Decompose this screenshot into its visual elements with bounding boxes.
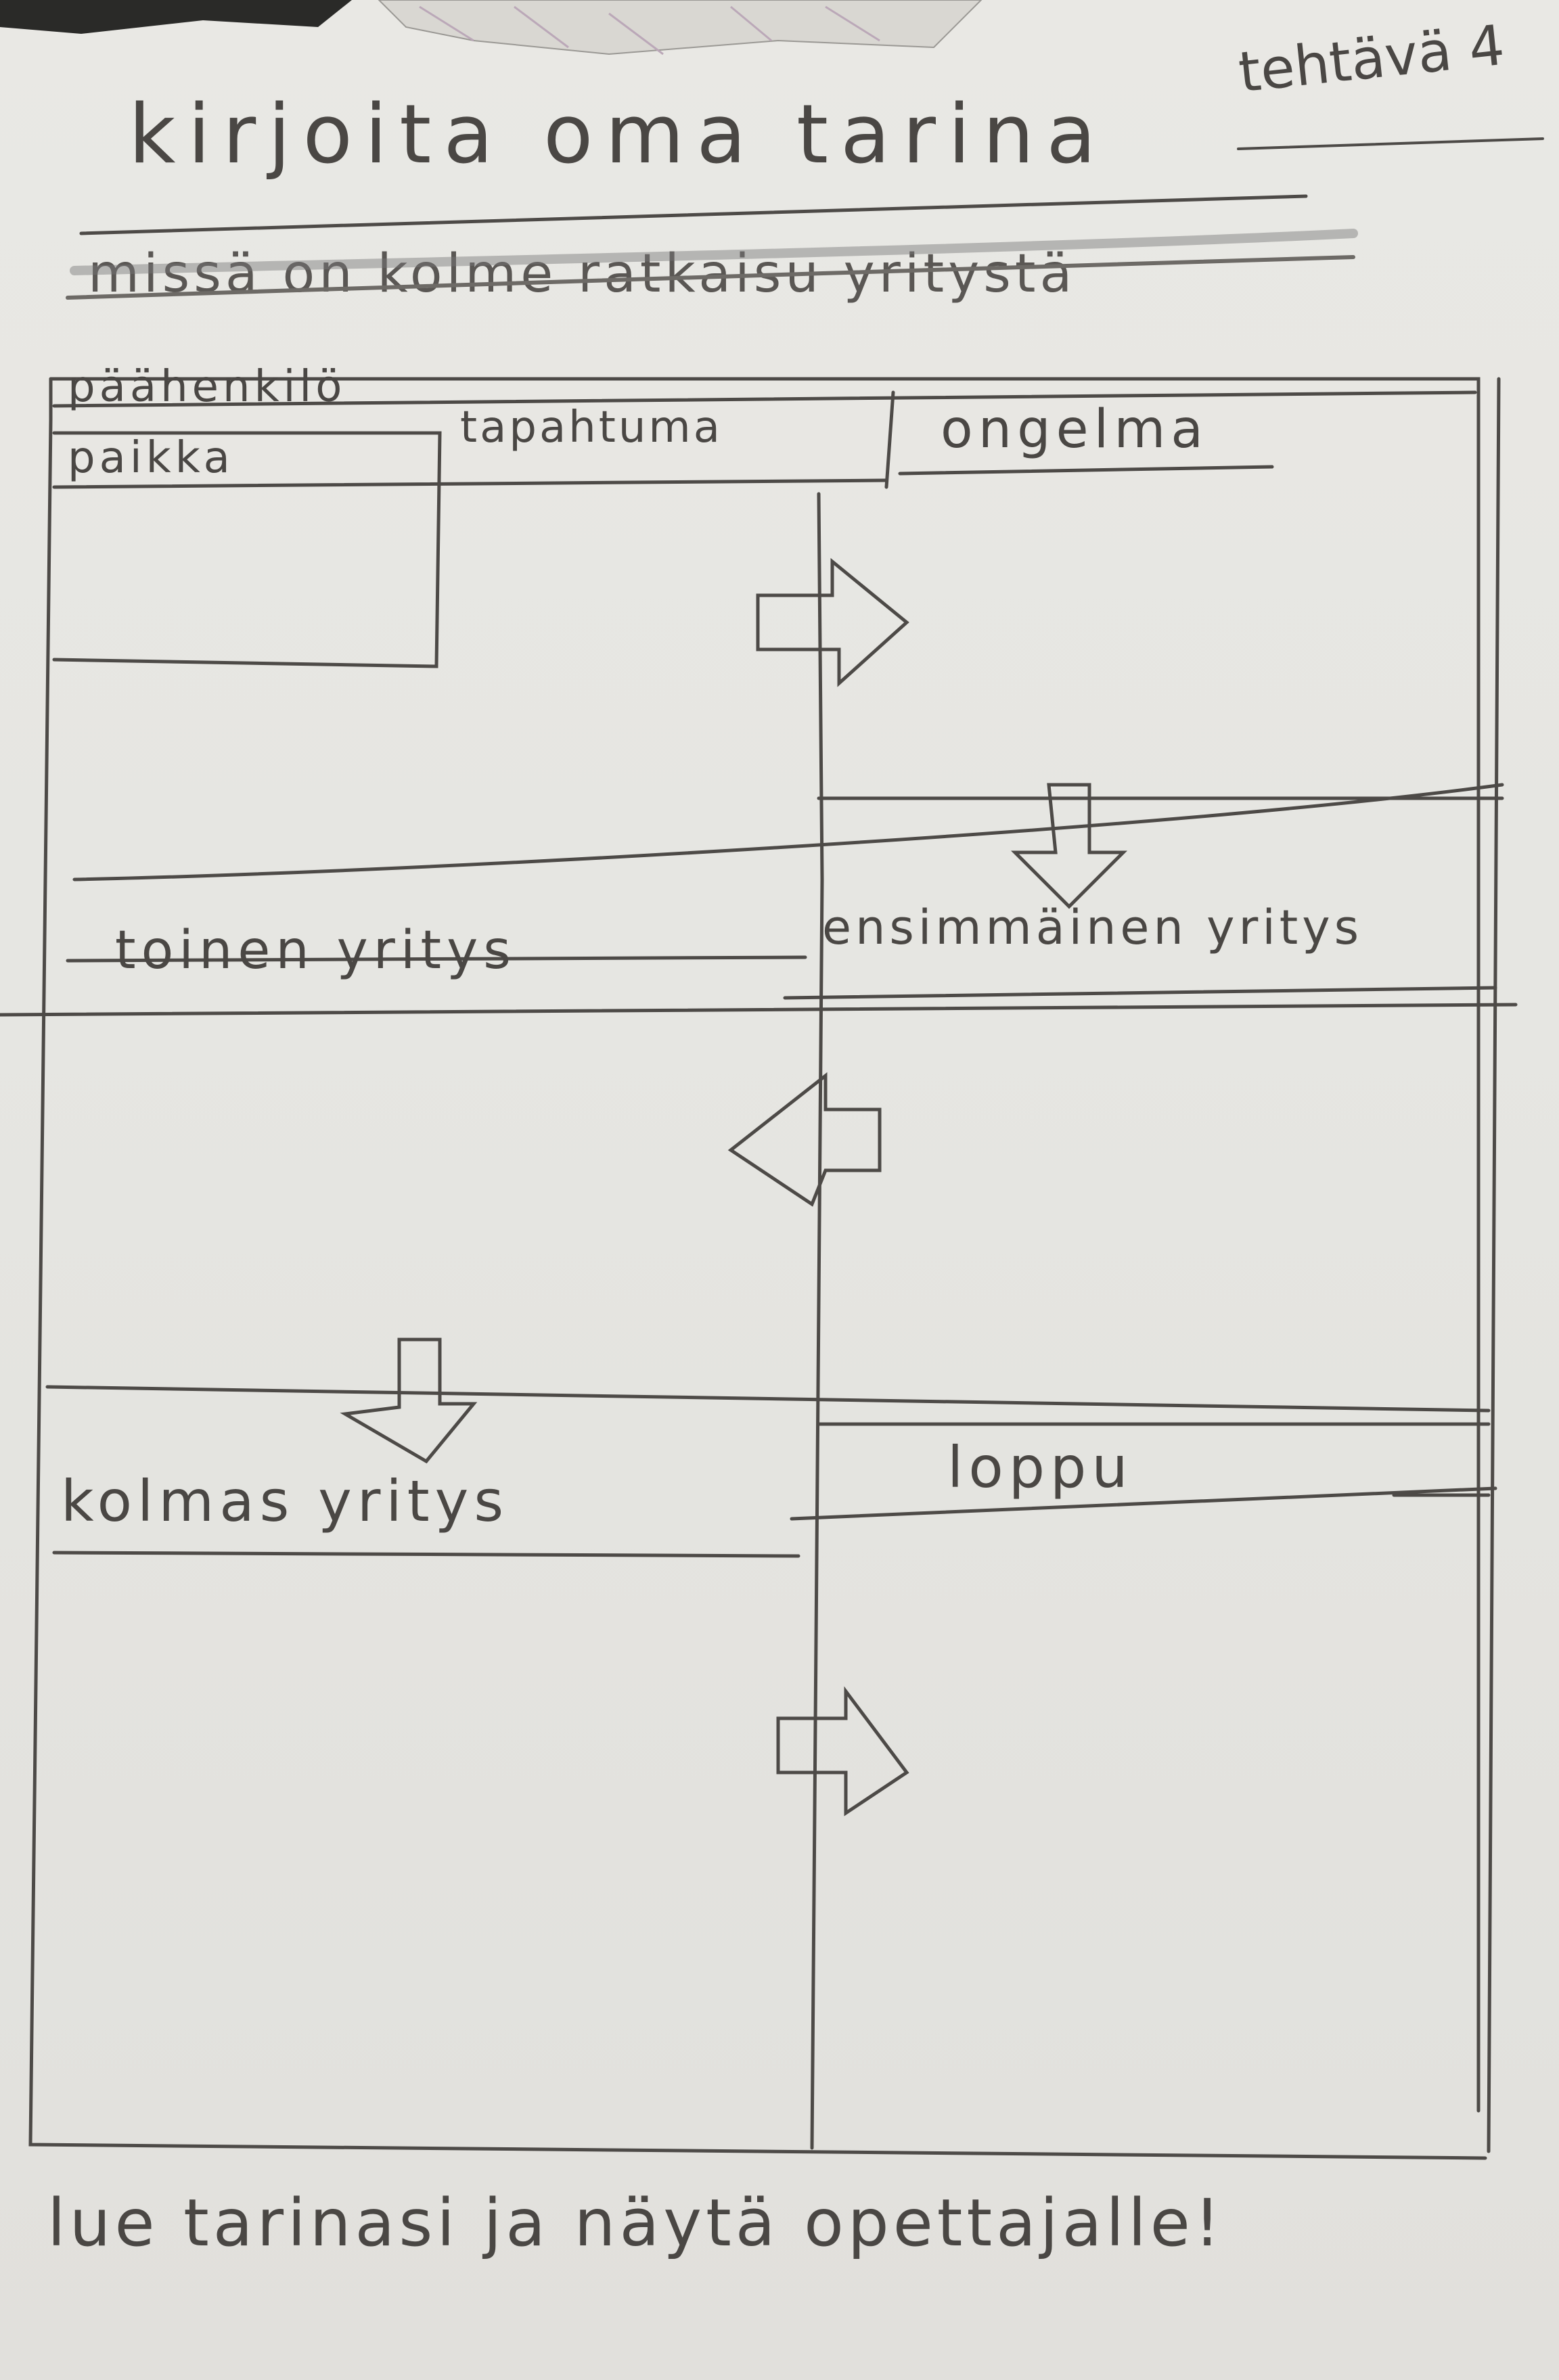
problem-label: ongelma <box>941 399 1209 460</box>
page-title: kirjoita oma tarina <box>129 88 1108 182</box>
ending-label: loppu <box>947 1434 1133 1501</box>
footer-instruction: lue tarinasi ja näytä opettajalle! <box>47 2185 1225 2261</box>
first-attempt-label: ensimmäinen yritys <box>822 900 1363 955</box>
crossed-out-line: missä on kolme ratkaisu yritystä <box>88 244 1077 304</box>
third-attempt-label: kolmas yritys <box>61 1468 510 1534</box>
main-character-label: päähenkilö <box>68 362 346 412</box>
event-label: tapahtuma <box>460 403 723 453</box>
place-label: paikka <box>68 433 234 483</box>
notebook-scraps <box>0 0 982 55</box>
second-attempt-label: toinen yritys <box>115 920 516 981</box>
